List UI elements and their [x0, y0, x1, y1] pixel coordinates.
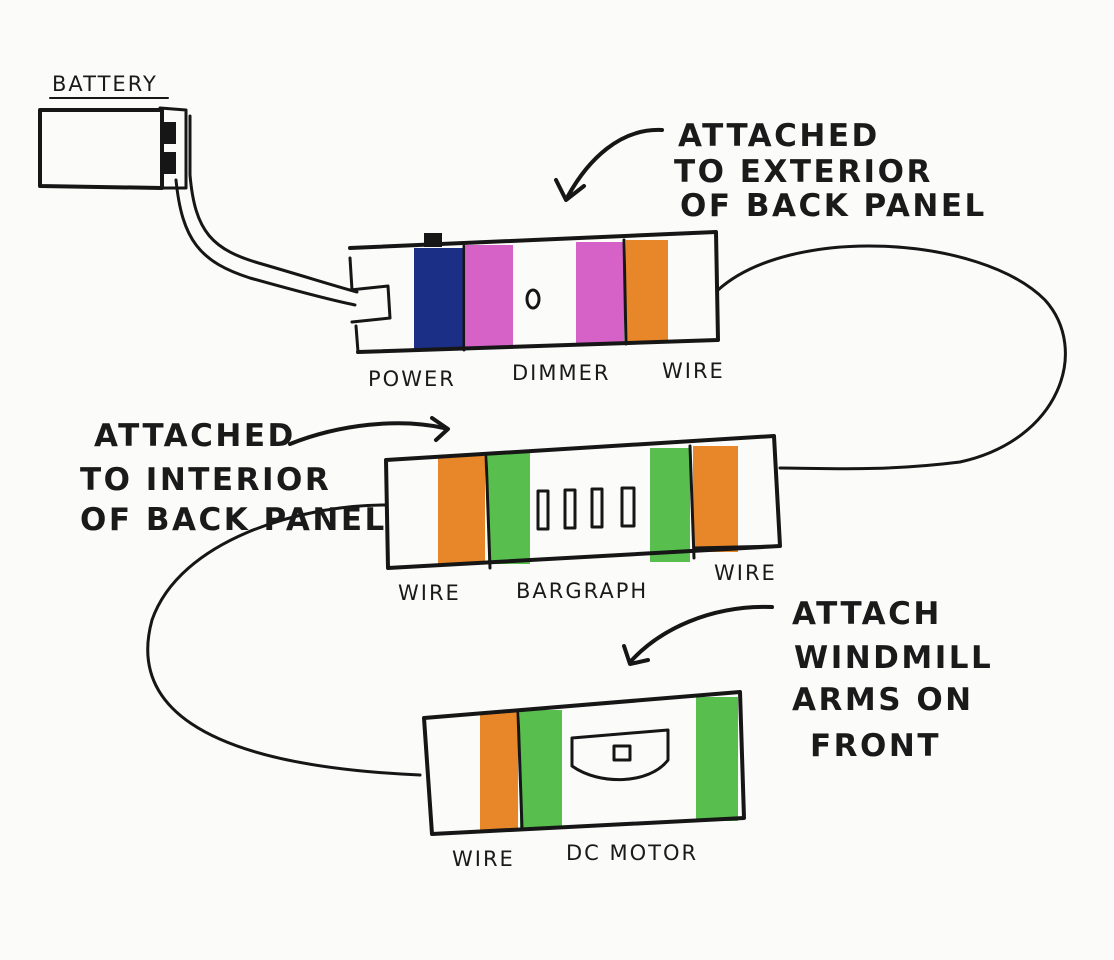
dimmer-label: DIMMER	[512, 361, 610, 385]
bottom-module	[422, 690, 746, 836]
power-label: POWER	[368, 367, 456, 391]
bargraph-band-right	[650, 448, 690, 562]
dc-motor-label: DC MOTOR	[566, 841, 698, 865]
motor-band-right	[696, 697, 738, 821]
dimmer-band-left	[466, 245, 513, 349]
wire-band-mid-left	[438, 456, 485, 564]
bargraph-band-left	[488, 452, 530, 564]
battery-label: BATTERY	[52, 72, 158, 96]
wire-top-to-middle	[716, 244, 1067, 471]
power-switch-icon	[424, 233, 442, 247]
windmill-note-line-3: ARMS ON	[792, 682, 974, 718]
wire-label-mid-right: WIRE	[714, 561, 777, 585]
battery-cable-a	[174, 178, 357, 307]
power-band	[414, 248, 464, 350]
wire-label-top: WIRE	[662, 359, 725, 383]
exterior-note-line-1: ATTACHED	[678, 118, 880, 154]
interior-note-line-1: ATTACHED	[94, 418, 296, 454]
windmill-note-line-4: FRONT	[810, 728, 941, 764]
dimmer-knob-icon	[525, 288, 541, 310]
dimmer-band-right	[576, 242, 624, 344]
interior-note-line-2: TO INTERIOR	[80, 462, 331, 498]
bargraph-label: BARGRAPH	[516, 579, 648, 603]
wire-band-mid-right	[693, 446, 738, 552]
battery-cable-b	[188, 114, 359, 294]
top-module	[348, 230, 720, 354]
interior-note-line-3: OF BACK PANEL	[80, 502, 387, 538]
battery	[38, 97, 188, 190]
motor-housing-icon	[570, 728, 670, 782]
wire-label-bottom: WIRE	[452, 847, 515, 871]
wire-label-mid-left: WIRE	[398, 581, 461, 605]
arrow-windmill-note	[622, 604, 774, 666]
exterior-note-line-3: OF BACK PANEL	[680, 188, 987, 224]
bargraph-segments-icon	[536, 486, 636, 531]
middle-module	[384, 434, 782, 570]
arrow-exterior-note	[554, 127, 664, 202]
arrow-interior-note	[288, 416, 450, 446]
motor-band-left	[520, 710, 562, 828]
exterior-note-line-2: TO EXTERIOR	[674, 154, 933, 190]
motor-shaft-icon	[612, 744, 632, 762]
wire-band-top	[626, 240, 668, 342]
wire-middle-to-bottom	[146, 503, 422, 777]
windmill-note-line-2: WINDMILL	[794, 640, 993, 676]
windmill-note-line-1: ATTACH	[792, 596, 942, 632]
wire-band-bottom	[480, 712, 518, 830]
